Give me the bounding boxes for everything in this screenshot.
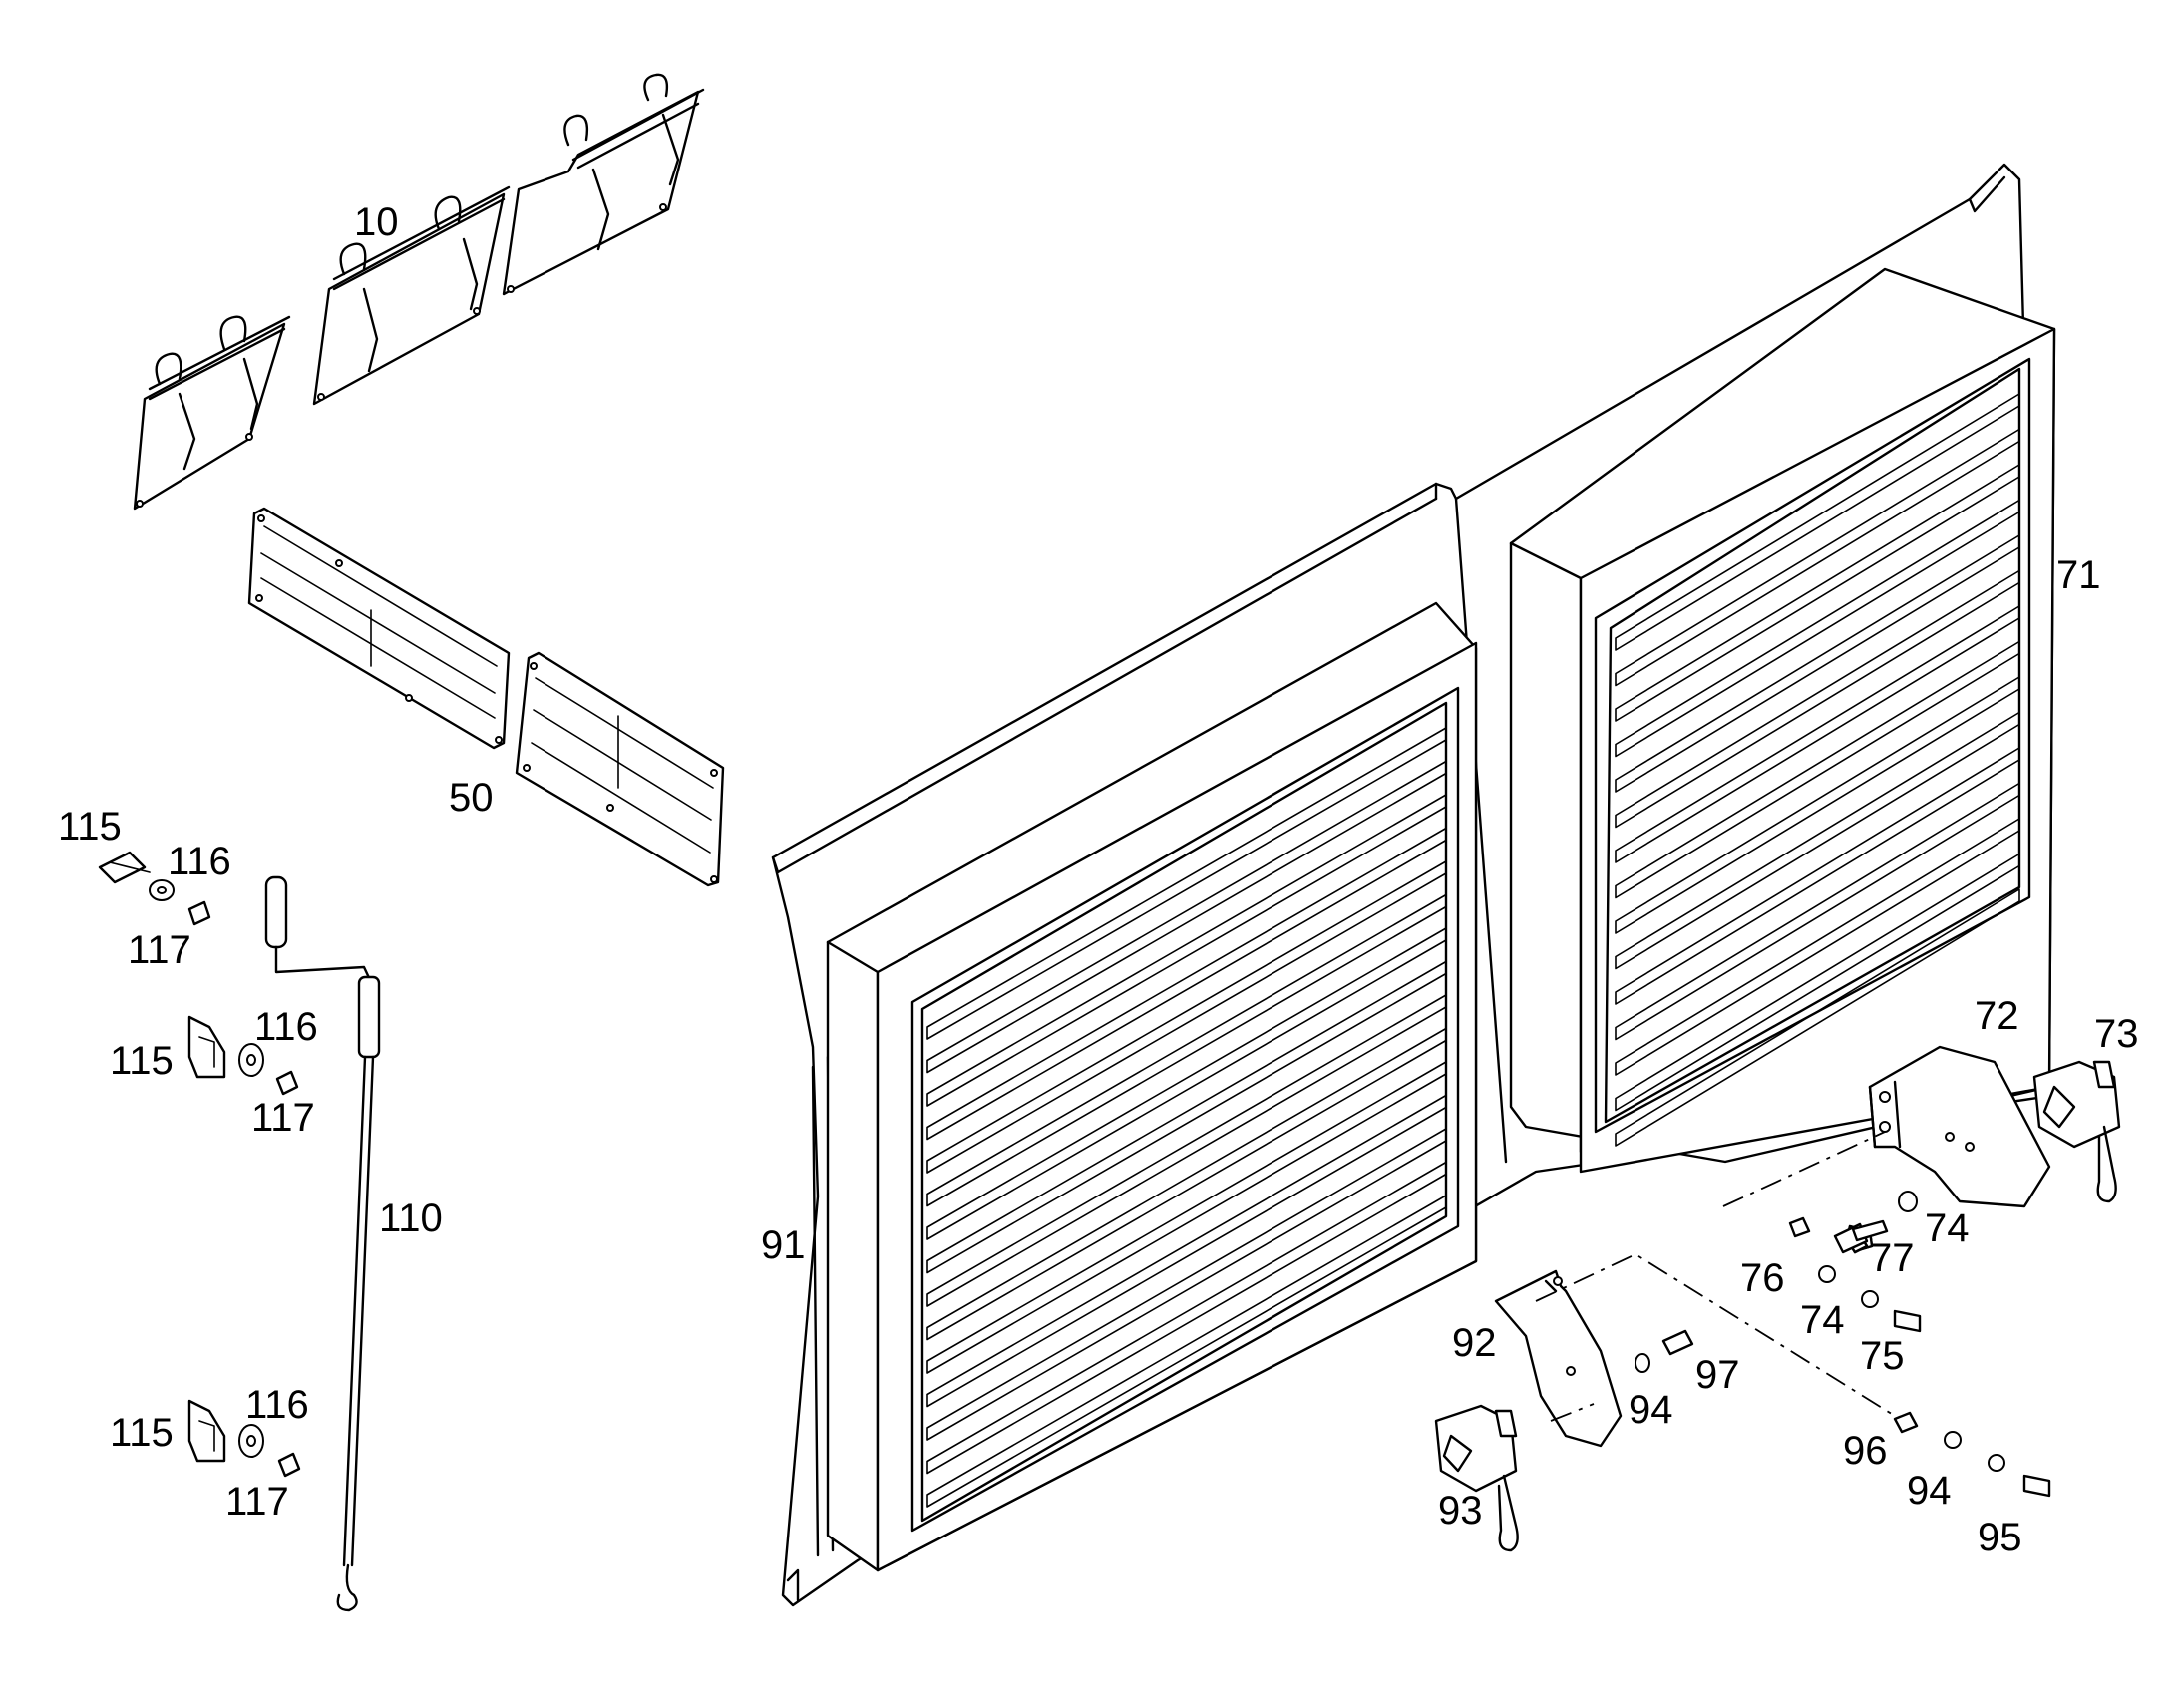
callout-91: 91	[761, 1223, 806, 1267]
callout-72: 72	[1975, 994, 2019, 1038]
louvre-slat	[926, 960, 1447, 1274]
bolt-75	[1893, 1309, 1922, 1333]
louvre-slat	[1615, 464, 2020, 722]
callout-117: 117	[251, 1096, 315, 1140]
louvre-slat	[926, 1061, 1447, 1374]
louvre-slat	[1615, 569, 2020, 829]
bracket-left	[1494, 1269, 1623, 1448]
callout-73: 73	[2094, 1012, 2139, 1056]
callout-115: 115	[58, 805, 122, 849]
louvre-slat	[926, 760, 1447, 1074]
washer-74a	[1898, 1191, 1918, 1212]
bolt-97	[1661, 1329, 1694, 1356]
callout-115: 115	[110, 1039, 174, 1083]
bolt-77	[1851, 1219, 1889, 1242]
callout-115: 115	[110, 1411, 174, 1455]
clip-set-middle	[187, 1015, 299, 1096]
louvre-slat	[926, 1094, 1447, 1408]
clip-set-bottom	[187, 1399, 301, 1478]
callout-95: 95	[1978, 1516, 2022, 1559]
washer-94	[1861, 1290, 1879, 1308]
louvre-slat	[1615, 676, 2020, 934]
latch-left	[1434, 1404, 1519, 1552]
louvre-slat	[1615, 534, 2020, 793]
washer-94b	[1944, 1431, 1962, 1449]
callout-116: 116	[245, 1383, 309, 1427]
louvre-slat	[1615, 747, 2020, 1005]
callout-94: 94	[1629, 1388, 1673, 1432]
callout-77: 77	[1870, 1236, 1915, 1280]
callout-71: 71	[2056, 553, 2101, 597]
bracket-right	[1868, 1045, 2051, 1208]
small-grille-assembly	[247, 507, 725, 887]
louvre-slat	[926, 827, 1447, 1141]
callout-75: 75	[1860, 1334, 1905, 1378]
louvre-slat	[926, 1027, 1447, 1341]
louvre-slat	[1615, 499, 2020, 758]
nut-76	[1788, 1216, 1811, 1238]
louvre-slat	[926, 994, 1447, 1307]
louvre-slat	[1615, 853, 2020, 1112]
louvre-slat	[1615, 888, 2020, 1147]
washer-94c	[1988, 1454, 2005, 1472]
louvre-slats-left	[926, 727, 1447, 1508]
bolt-95	[2022, 1474, 2051, 1498]
callout-97: 97	[1695, 1353, 1740, 1397]
callout-92: 92	[1452, 1321, 1497, 1365]
callout-10: 10	[354, 200, 399, 244]
callout-93: 93	[1438, 1489, 1483, 1533]
small-grille-2	[515, 651, 725, 887]
callout-116: 116	[168, 840, 231, 883]
flap-plate-assembly	[133, 73, 705, 511]
louvre-slat	[1615, 428, 2020, 687]
louvre-slat	[926, 1128, 1447, 1441]
callout-94: 94	[1907, 1469, 1952, 1513]
callout-76: 76	[1740, 1256, 1785, 1300]
assembly-lines	[1535, 1131, 1896, 1422]
louvre-slat	[926, 794, 1447, 1107]
louvre-slat	[926, 893, 1447, 1207]
callout-labels: 10 50 71 72 73 74 74 75 76 77 91 92 93 9…	[58, 200, 2139, 1559]
louvre-slat	[1615, 711, 2020, 970]
louvre-slat	[1615, 818, 2020, 1076]
louvre-slat	[1615, 782, 2020, 1041]
callout-117: 117	[225, 1480, 289, 1524]
louvre-frame-left	[826, 601, 1478, 1572]
washer-74b	[1818, 1265, 1836, 1283]
louvre-slat	[1615, 605, 2020, 863]
louvre-slat	[926, 727, 1447, 1040]
louvre-slat	[926, 860, 1447, 1174]
latch-right	[2032, 1060, 2121, 1203]
fasteners	[1635, 1191, 2051, 1498]
callout-96: 96	[1843, 1429, 1888, 1473]
louvre-slats-right	[1615, 393, 2020, 1147]
louvre-slat	[1615, 393, 2020, 651]
louvre-slat	[926, 927, 1447, 1240]
small-grille-1	[247, 507, 511, 750]
callout-116: 116	[254, 1005, 318, 1049]
washer-94a	[1635, 1353, 1650, 1373]
flap-plate-1	[133, 315, 291, 511]
louvre-frame-right	[1509, 267, 2056, 1174]
louvre-slat	[926, 1161, 1447, 1475]
louvre-slat	[1615, 640, 2020, 899]
louvre-slat	[926, 1195, 1447, 1508]
clip-set-top	[98, 851, 211, 926]
callout-50: 50	[449, 776, 494, 820]
nut-96	[1893, 1411, 1919, 1434]
callout-74: 74	[1925, 1206, 1970, 1250]
flap-plate-3	[502, 73, 705, 296]
callout-74: 74	[1800, 1298, 1845, 1342]
callout-110: 110	[379, 1196, 443, 1240]
flap-plate-2	[312, 185, 511, 406]
crank-rod	[264, 875, 381, 1612]
callout-117: 117	[128, 928, 191, 972]
